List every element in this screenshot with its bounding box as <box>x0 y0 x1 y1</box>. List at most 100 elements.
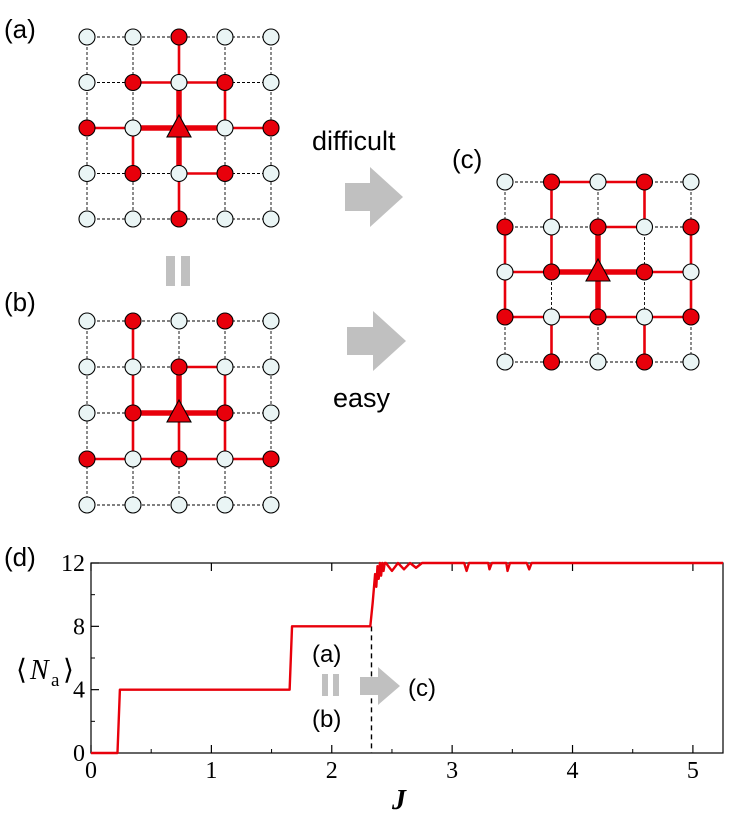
empty-site <box>170 312 188 330</box>
empty-site <box>262 210 280 228</box>
empty-site <box>78 164 96 183</box>
empty-site <box>124 119 142 137</box>
x-tick-label: 3 <box>446 758 458 784</box>
occupied-site <box>635 353 654 371</box>
occupied-site <box>496 218 514 236</box>
empty-site <box>78 358 96 376</box>
inset-label-a: (a) <box>312 641 341 668</box>
occupied-site <box>170 450 188 468</box>
empty-site <box>262 404 280 422</box>
empty-site <box>170 496 188 514</box>
empty-site <box>542 218 561 236</box>
y-tick-label: 0 <box>73 741 85 767</box>
series-line <box>91 561 723 755</box>
lattice-c <box>496 173 700 371</box>
empty-site <box>262 73 280 92</box>
inset-arrow <box>360 667 400 705</box>
occupied-site <box>216 164 234 183</box>
occupied-site <box>216 404 234 422</box>
empty-site <box>542 308 561 326</box>
x-axis-title: J <box>391 785 407 816</box>
occupied-site <box>542 173 561 191</box>
empty-site <box>216 28 234 46</box>
empty-site <box>262 312 280 330</box>
empty-site <box>635 308 654 326</box>
empty-site <box>124 28 142 46</box>
panel-label-c: (c) <box>452 144 482 174</box>
empty-site <box>78 73 96 92</box>
occupied-site <box>262 450 280 468</box>
occupied-site <box>170 358 188 376</box>
empty-site <box>78 496 96 514</box>
panel-label-d: (d) <box>4 542 36 572</box>
equivalence-sign <box>166 256 190 286</box>
occupied-site <box>124 404 142 422</box>
empty-site <box>216 358 234 376</box>
x-tick-label: 5 <box>687 758 699 784</box>
y-axis-subscript: a <box>51 670 60 691</box>
empty-site <box>216 119 234 137</box>
empty-site <box>78 404 96 422</box>
x-tick-label: 4 <box>567 758 579 784</box>
y-axis-symbol: N <box>29 655 50 686</box>
lattice-a <box>78 28 280 228</box>
occupied-site <box>170 28 188 46</box>
empty-site <box>496 173 514 191</box>
y-axis-title: ⟨ N a ⟩ <box>16 655 74 691</box>
empty-site <box>682 173 700 191</box>
empty-site <box>682 353 700 371</box>
x-tick-label: 2 <box>326 758 338 784</box>
y-tick-label: 8 <box>73 614 85 640</box>
empty-site <box>124 358 142 376</box>
occupied-site <box>496 308 514 326</box>
panel-label-b: (b) <box>4 287 36 317</box>
occupied-site <box>170 210 188 228</box>
occupied-site <box>589 308 607 326</box>
occupied-site <box>589 218 607 236</box>
panel-label-a: (a) <box>4 14 36 44</box>
empty-site <box>216 210 234 228</box>
inset-label-b: (b) <box>312 706 341 733</box>
difficult-label: difficult <box>312 126 396 156</box>
empty-site <box>589 353 607 371</box>
central-triangle <box>166 113 192 138</box>
empty-site <box>216 450 234 468</box>
occupied-site <box>262 119 280 137</box>
occupied-site <box>124 312 142 330</box>
occupied-site <box>78 450 96 468</box>
empty-site <box>496 263 514 281</box>
lattice-b <box>78 312 280 514</box>
occupied-site <box>682 308 700 326</box>
occupied-site <box>542 353 561 371</box>
occupied-site <box>124 164 142 183</box>
empty-site <box>78 28 96 46</box>
empty-site <box>262 28 280 46</box>
occupied-site <box>682 218 700 236</box>
empty-site <box>262 358 280 376</box>
x-tick-label: 1 <box>205 758 217 784</box>
x-tick-label: 0 <box>85 758 97 784</box>
occupied-site <box>216 73 234 92</box>
empty-site <box>124 210 142 228</box>
easy-label: easy <box>333 383 391 413</box>
occupied-site <box>216 312 234 330</box>
empty-site <box>262 164 280 183</box>
y-tick-label: 12 <box>61 551 85 577</box>
empty-site <box>216 496 234 514</box>
plot-frame <box>90 562 724 754</box>
empty-site <box>78 210 96 228</box>
occupied-site <box>78 119 96 137</box>
empty-site <box>589 173 607 191</box>
empty-site <box>78 312 96 330</box>
occupied-site <box>542 263 561 281</box>
occupied-site <box>635 173 654 191</box>
central-triangle <box>166 398 192 423</box>
central-triangle <box>585 257 611 282</box>
empty-site <box>124 450 142 468</box>
easy-arrow <box>347 311 406 371</box>
occupied-site <box>124 73 142 92</box>
empty-site <box>124 496 142 514</box>
